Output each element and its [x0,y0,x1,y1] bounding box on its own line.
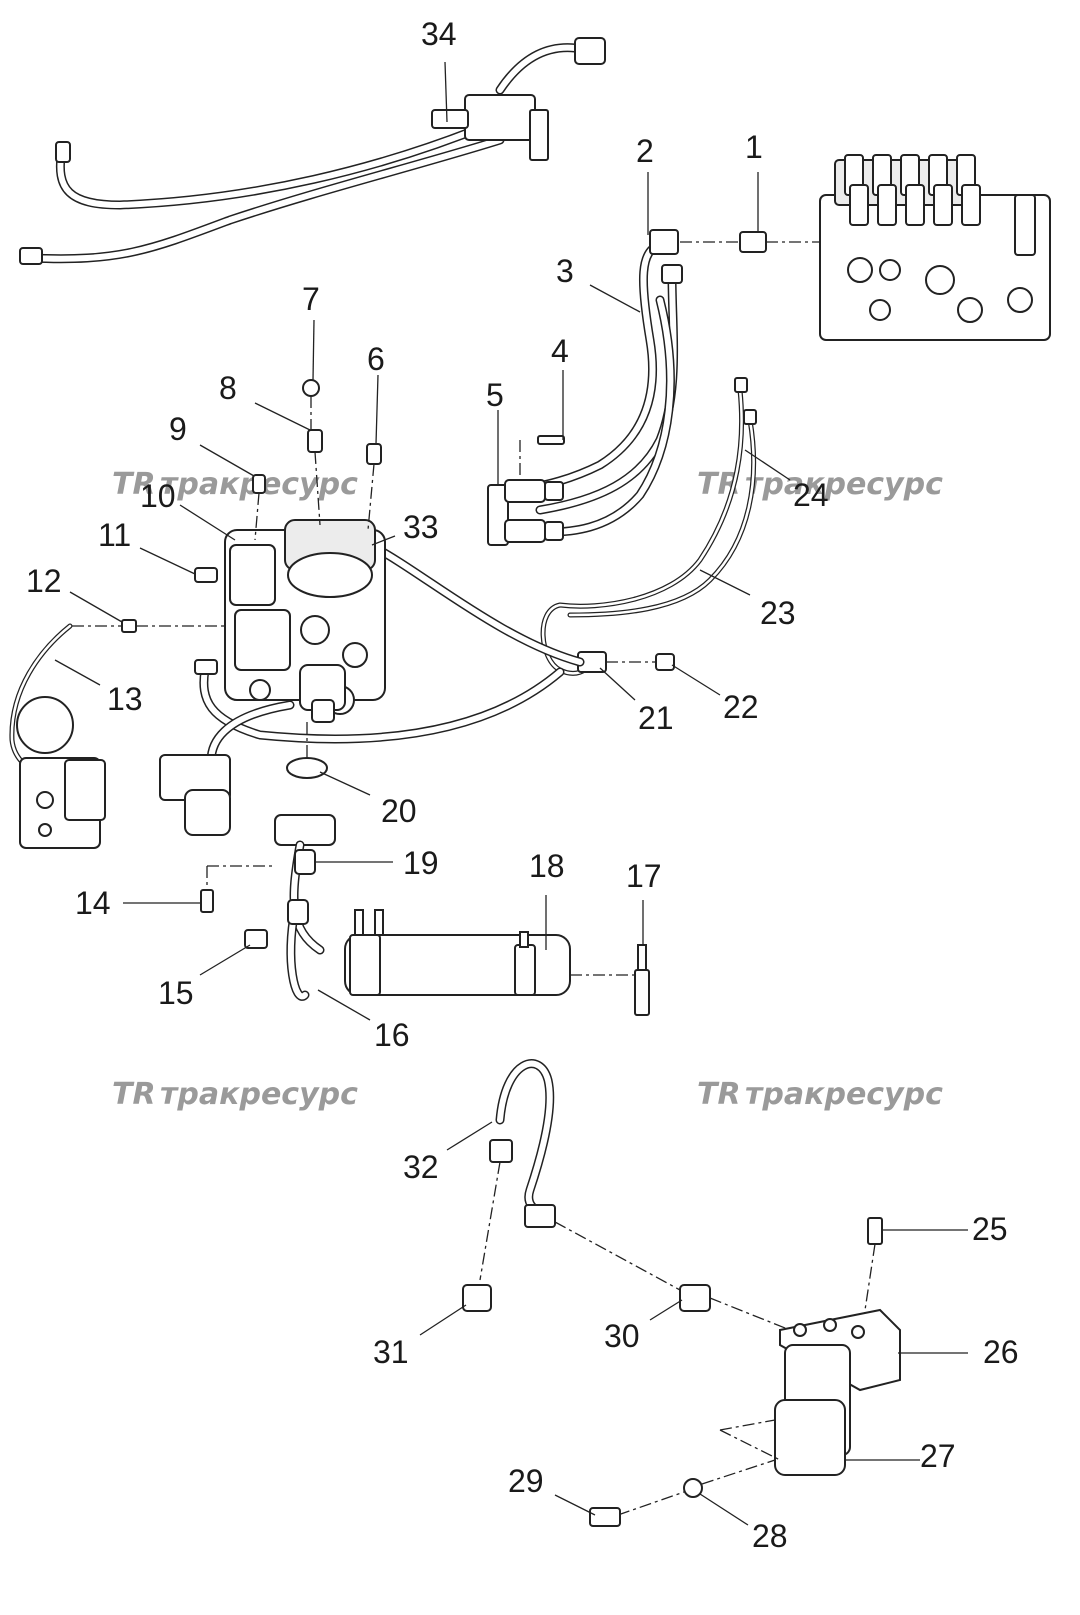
callout-2: 2 [636,133,654,169]
part-18-tube [344,909,571,996]
part-21-22-fittings [577,651,675,673]
part-12-fitting [121,619,137,633]
watermark-logo: TR [697,1077,741,1112]
part-33-hose [199,540,585,744]
watermark-text: тракресурс [745,1077,943,1112]
callout-labels: 1 2 3 4 5 6 7 8 9 10 11 12 13 14 15 16 1… [26,16,1019,1554]
main-pump [194,519,386,723]
watermark-logo: TR [112,1077,156,1112]
part-9-plug [252,474,266,494]
callout-20: 20 [381,793,417,829]
part-34-hose-assembly [19,37,606,265]
part-8-plug [307,429,323,453]
part-20-o-ring [286,757,328,779]
callout-32: 32 [403,1149,439,1185]
control-valve-block [739,154,1051,341]
callout-29: 29 [508,1463,544,1499]
part-28-washer [683,1478,703,1498]
callout-24: 24 [793,477,829,513]
callout-21: 21 [638,700,674,736]
watermark-3: TR тракресурс [112,1077,358,1112]
callout-18: 18 [529,848,565,884]
part-29-bolt [589,1507,621,1527]
callout-17: 17 [626,858,662,894]
watermark-4: TR тракресурс [697,1077,943,1112]
bracket-filter-small [159,700,295,836]
callout-3: 3 [556,253,574,289]
callout-8: 8 [219,370,237,406]
part-4-bolt [537,435,565,445]
callout-13: 13 [107,681,143,717]
callout-6: 6 [367,341,385,377]
callout-33: 33 [403,509,439,545]
part-25-bolt [867,1217,883,1245]
callout-9: 9 [169,411,187,447]
callout-31: 31 [373,1334,409,1370]
callout-4: 4 [551,333,569,369]
part-6-plug [366,443,382,465]
callout-28: 28 [752,1518,788,1554]
callout-10: 10 [140,478,176,514]
callout-19: 19 [403,845,439,881]
part-19-elbow [274,814,336,955]
callout-22: 22 [723,689,759,725]
callout-5: 5 [486,377,504,413]
part-3-hoses [525,229,683,537]
callout-7: 7 [302,281,320,317]
callout-11: 11 [98,517,131,553]
callout-26: 26 [983,1334,1019,1370]
part-16-hose [286,899,310,1001]
callout-12: 12 [26,563,62,599]
callout-34: 34 [421,16,457,52]
callout-16: 16 [374,1017,410,1053]
watermark-text: тракресурс [745,467,943,502]
callout-27: 27 [920,1438,956,1474]
valve-spools [844,154,981,226]
callout-30: 30 [604,1318,640,1354]
callout-1: 1 [745,129,763,165]
part-31-adapter [462,1284,492,1312]
accumulator-block [16,696,106,849]
watermark-logo: TR [112,467,156,502]
part-14-bolt [200,889,214,913]
part-32-hose [489,1059,556,1228]
callout-14: 14 [75,885,111,921]
part-5-flange [487,479,564,546]
leader-lines [54,61,968,1526]
part-7-washer [302,379,320,397]
callout-25: 25 [972,1211,1008,1247]
part-15-fitting [244,929,268,949]
callout-23: 23 [760,595,796,631]
callout-15: 15 [158,975,194,1011]
watermark-text: тракресурс [160,1077,358,1112]
part-17-clamp [634,944,650,1016]
part-30-adapter [679,1284,711,1312]
part-27-filter [774,1399,846,1476]
